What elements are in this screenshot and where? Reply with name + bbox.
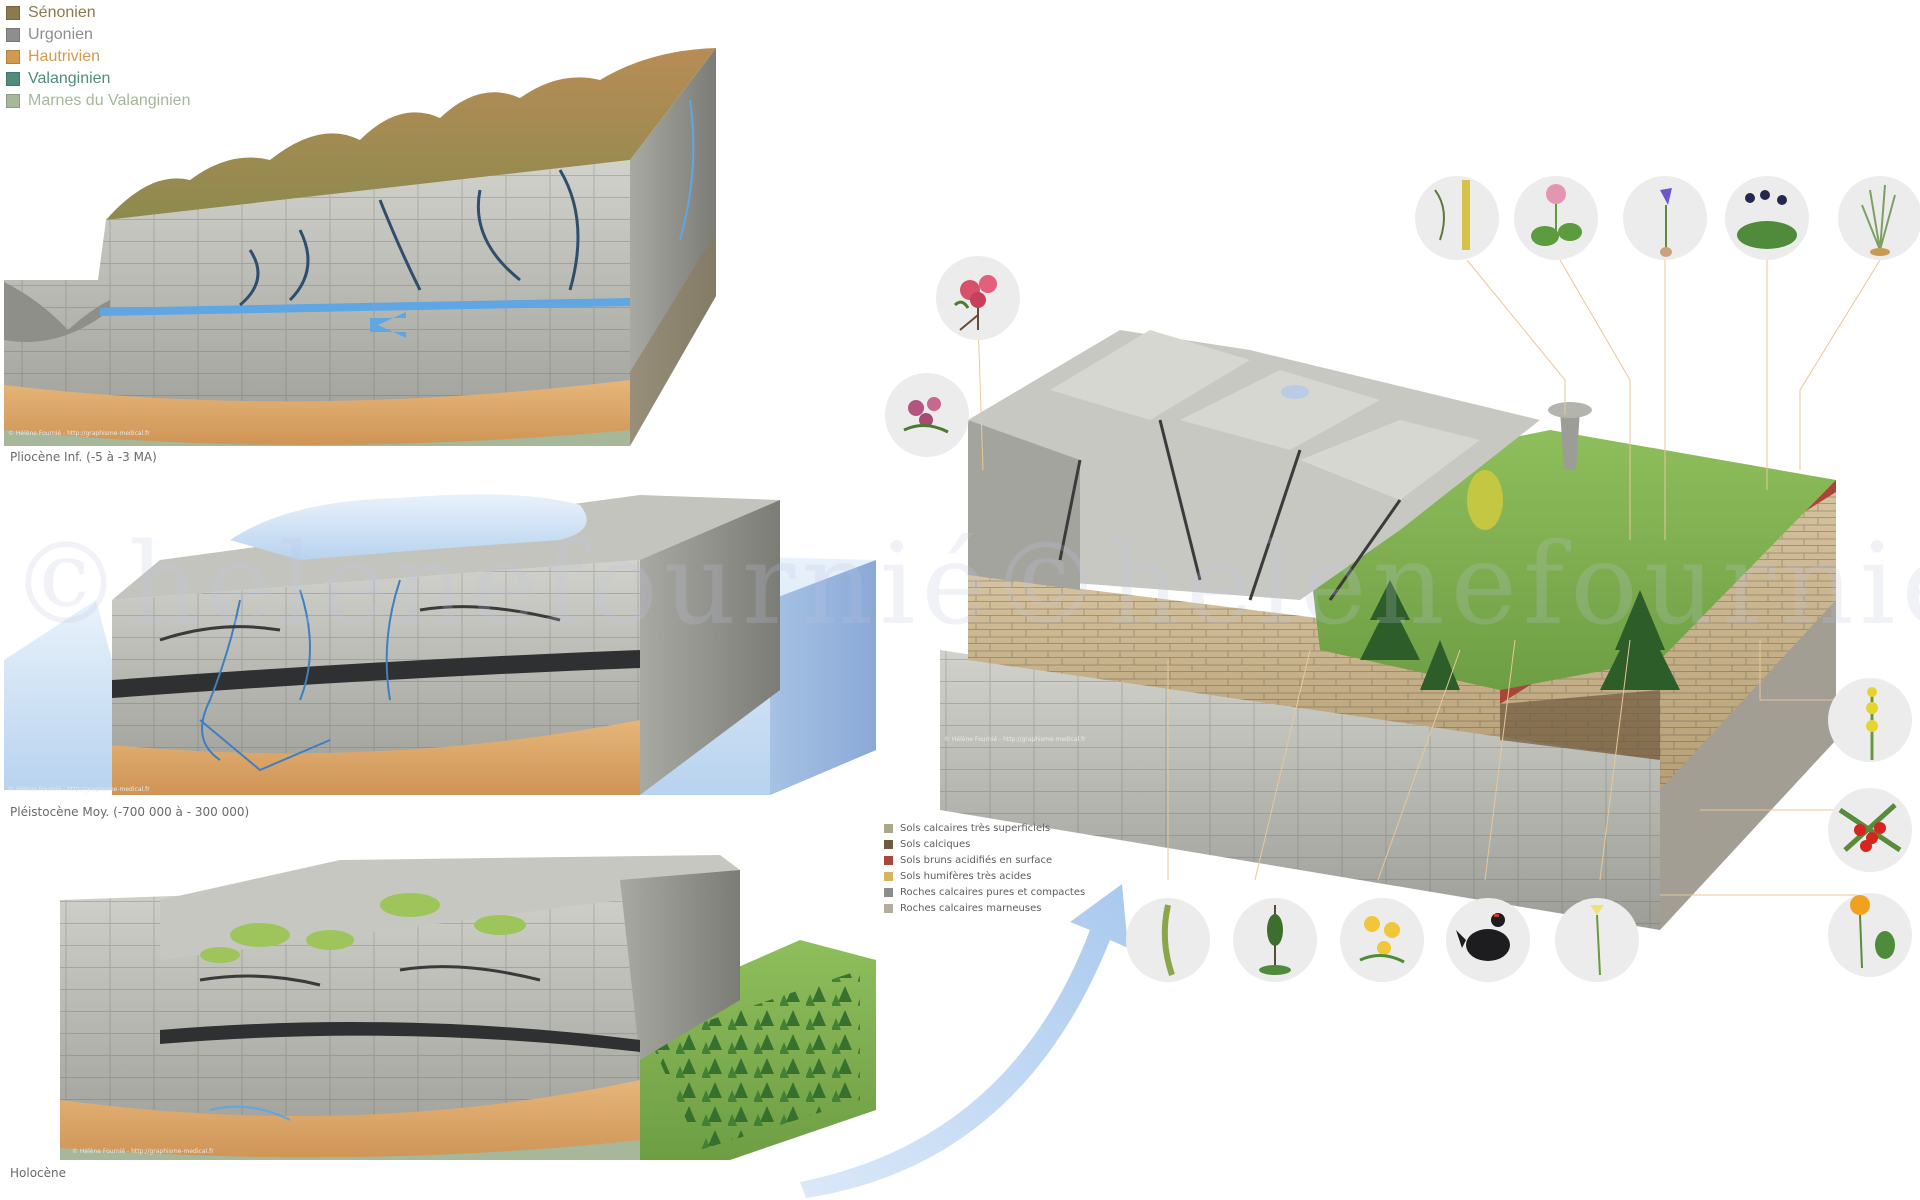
species-gentian-circle	[1828, 678, 1912, 762]
species-lycopodium-circle	[1126, 898, 1210, 982]
species-daphne-circle	[885, 373, 969, 457]
species-rowan-circle	[1828, 788, 1912, 872]
soil-legend-item: Sols humifères très acides	[884, 868, 1085, 884]
rock-pillar	[1560, 410, 1580, 470]
soil-legend-item: Roches calcaires pures et compactes	[884, 884, 1085, 900]
pliocene-water-table	[100, 298, 630, 316]
soil-swatch	[884, 839, 893, 849]
geology-swatch	[6, 6, 20, 20]
panel-holocene	[60, 855, 876, 1160]
conifer-1	[1360, 580, 1420, 660]
species-rockrose-circle	[1340, 898, 1424, 982]
geology-legend-valanginien: Valanginien	[6, 68, 190, 90]
pliocene-sand	[4, 380, 630, 446]
pliocene-hills	[106, 48, 716, 220]
caption-pleistocene: Pléistocène Moy. (-700 000 à - 300 000)	[10, 805, 250, 819]
species-arnica-circle	[1828, 893, 1912, 977]
watermark-text: ©helenefournié	[10, 520, 994, 650]
soil-swatch	[884, 887, 893, 897]
soil-swatch	[884, 871, 893, 881]
soil-label: Sols humifères très acides	[900, 870, 1032, 882]
geology-legend-hautrivien: Hautrivien	[6, 46, 190, 68]
conifer-2	[1600, 590, 1680, 690]
soil-legend-item: Roches calcaires marneuses	[884, 900, 1085, 916]
soil-label: Roches calcaires pures et compactes	[900, 886, 1086, 898]
pliocene-conduits	[239, 169, 580, 307]
species-sedge-circle	[1838, 176, 1920, 260]
soil-label: Roches calcaires marneuses	[900, 902, 1042, 914]
soil-label: Sols calciques	[900, 838, 971, 850]
species-lily-circle	[1555, 898, 1639, 982]
species-circle-list	[885, 176, 1920, 982]
species-grouse-circle	[1446, 898, 1530, 982]
geology-swatch	[6, 28, 20, 42]
panel-pleistocene	[4, 494, 876, 795]
species-crocus-circle	[1623, 176, 1707, 260]
geology-label: Sénonien	[28, 4, 96, 21]
soil-swatch	[884, 903, 893, 913]
soil-label: Sols bruns acidifiés en surface	[900, 854, 1053, 866]
soil-legend-item: Sols bruns acidifiés en surface	[884, 852, 1085, 868]
credit-holocene: © Hélène Fournié - http://graphisme-medi…	[72, 1148, 214, 1155]
geology-swatch	[6, 94, 20, 108]
geology-swatch	[6, 50, 20, 64]
species-juniper-circle	[1233, 898, 1317, 982]
holocene-forest	[650, 970, 860, 1150]
geology-label: Marnes du Valanginien	[28, 92, 191, 109]
caption-holocene: Holocène	[10, 1166, 67, 1180]
panel-main-block	[940, 330, 1836, 930]
soil-swatch	[884, 823, 893, 833]
soil-label: Sols calcaires très superficiels	[900, 822, 1051, 834]
credit-pleistocene: © Hélène Fournié - http://graphisme-medi…	[8, 786, 150, 793]
geology-label: Urgonien	[28, 26, 93, 43]
species-valerian-circle	[1514, 176, 1598, 260]
birch	[1467, 470, 1503, 530]
geology-legend-marnes: Marnes du Valanginien	[6, 90, 190, 112]
geology-label: Valanginien	[28, 70, 111, 87]
left-glacier	[4, 600, 112, 790]
geology-legend: Sénonien Urgonien Hautrivien Valanginien…	[6, 2, 190, 112]
species-rhododendron-circle	[936, 256, 1020, 340]
panel-pliocene	[4, 48, 716, 446]
flow-arrow-icon	[370, 312, 406, 338]
pleistocene-conduits	[199, 579, 401, 772]
watermark-text-2: ©helenefournié	[990, 520, 1920, 650]
evolution-arrow	[800, 884, 1128, 1198]
credit-main: © Hélène Fournié - http://graphisme-medi…	[944, 736, 1086, 743]
soil-legend-item: Sols calcaires très superficiels	[884, 820, 1085, 836]
geology-swatch	[6, 72, 20, 86]
soil-swatch	[884, 855, 893, 865]
species-plantain-circle	[1415, 176, 1499, 260]
karst-fissures	[1058, 419, 1402, 601]
caption-pliocene: Pliocène Inf. (-5 à -3 MA)	[10, 450, 157, 464]
geology-legend-urgonien: Urgonien	[6, 24, 190, 46]
soil-legend-item: Sols calciques	[884, 836, 1085, 852]
ice-cap	[230, 494, 587, 560]
geology-label: Hautrivien	[28, 48, 101, 65]
soil-legend: Sols calcaires très superficiels Sols ca…	[884, 820, 1085, 916]
cave-level	[112, 650, 640, 698]
species-bilberry-circle	[1725, 176, 1809, 260]
credit-pliocene: © Hélène Fournié - http://graphisme-medi…	[8, 430, 150, 437]
species-callouts	[977, 259, 1881, 896]
geology-legend-senonien: Sénonien	[6, 2, 190, 24]
